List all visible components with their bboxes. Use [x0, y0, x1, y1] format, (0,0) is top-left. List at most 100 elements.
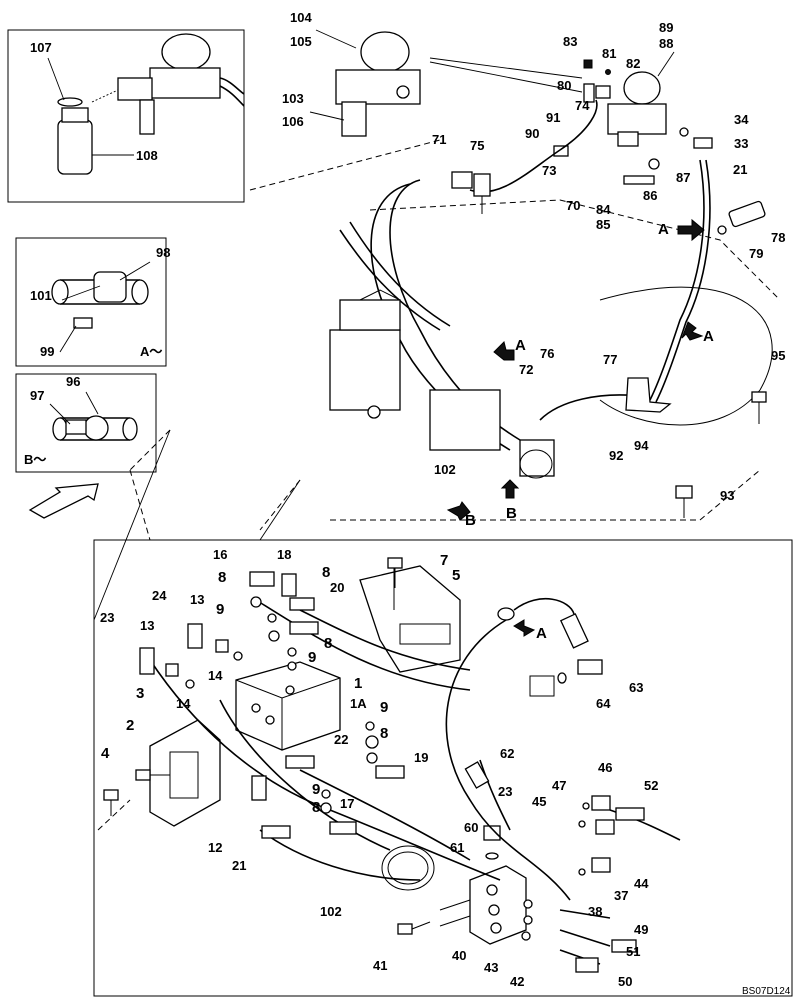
part-label-3: 3	[136, 685, 144, 702]
part-label-49: 49	[634, 922, 648, 937]
part-label-87: 87	[676, 170, 690, 185]
part-label-72: 72	[519, 362, 533, 377]
part-label-42: 42	[510, 974, 524, 989]
part-label-20: 20	[330, 580, 344, 595]
part-label-77: 77	[603, 352, 617, 367]
part-label-9d: 9	[312, 781, 320, 798]
part-label-78: 78	[771, 230, 785, 245]
part-label-12: 12	[208, 840, 222, 855]
part-label-102b: 102	[320, 904, 342, 919]
part-label-9a: 9	[216, 601, 224, 618]
part-label-A1: A	[658, 221, 669, 238]
part-label-23b: 23	[498, 784, 512, 799]
part-label-47: 47	[552, 778, 566, 793]
part-label-4: 4	[101, 745, 110, 762]
part-label-8e: 8	[312, 799, 320, 816]
part-label-64: 64	[596, 696, 611, 711]
part-label-46: 46	[598, 760, 612, 775]
part-label-8c: 8	[324, 635, 332, 652]
part-label-70: 70	[566, 198, 580, 213]
upper-assembly	[28, 29, 781, 541]
part-label-40: 40	[452, 948, 466, 963]
part-label-38: 38	[588, 904, 602, 919]
part-label-14a: 14	[208, 668, 223, 683]
part-label-1A: 1A	[350, 696, 367, 711]
part-label-96: 96	[66, 374, 80, 389]
part-label-88: 88	[659, 36, 673, 51]
part-label-Asub: A～	[140, 344, 162, 359]
part-label-79: 79	[749, 246, 763, 261]
part-label-14b: 14	[176, 696, 191, 711]
part-label-62: 62	[500, 746, 514, 761]
part-label-80: 80	[557, 78, 571, 93]
part-label-95: 95	[771, 348, 785, 363]
part-label-13a: 13	[190, 592, 204, 607]
part-label-19: 19	[414, 750, 428, 765]
part-label-108: 108	[136, 148, 158, 163]
part-label-23a: 23	[100, 610, 114, 625]
part-label-83: 83	[563, 34, 577, 49]
drawing-code: BS07D124	[742, 986, 791, 997]
part-label-34: 34	[734, 112, 749, 127]
part-label-24: 24	[152, 588, 167, 603]
part-label-86: 86	[643, 188, 657, 203]
part-label-85: 85	[596, 217, 610, 232]
part-label-103: 103	[282, 91, 304, 106]
part-label-92: 92	[609, 448, 623, 463]
part-label-90: 90	[525, 126, 539, 141]
part-label-22: 22	[334, 732, 348, 747]
part-label-21: 21	[733, 162, 747, 177]
part-label-8a: 8	[218, 569, 226, 586]
part-label-37: 37	[614, 888, 628, 903]
part-label-21b: 21	[232, 858, 246, 873]
part-label-107: 107	[30, 40, 52, 55]
part-label-51: 51	[626, 944, 640, 959]
part-label-99: 99	[40, 344, 54, 359]
part-label-81: 81	[602, 46, 616, 61]
part-label-7: 7	[440, 552, 448, 569]
part-label-63: 63	[629, 680, 643, 695]
part-label-73: 73	[542, 163, 556, 178]
part-label-16: 16	[213, 547, 227, 562]
part-label-13b: 13	[140, 618, 154, 633]
part-label-17: 17	[340, 796, 354, 811]
part-label-76: 76	[540, 346, 554, 361]
part-label-18: 18	[277, 547, 291, 562]
part-label-98: 98	[156, 245, 170, 260]
part-label-8d: 8	[380, 725, 388, 742]
part-label-B1: B	[506, 505, 517, 522]
part-label-104: 104	[290, 10, 312, 25]
part-label-A3: A	[515, 337, 526, 354]
part-label-33: 33	[734, 136, 748, 151]
part-label-97: 97	[30, 388, 44, 403]
detail-box	[93, 429, 793, 997]
part-label-44: 44	[634, 876, 649, 891]
part-label-84: 84	[596, 202, 611, 217]
part-label-61: 61	[450, 840, 464, 855]
part-label-50: 50	[618, 974, 632, 989]
part-label-52: 52	[644, 778, 658, 793]
part-label-B2: B	[465, 512, 476, 529]
part-label-74: 74	[575, 98, 590, 113]
inset-A	[15, 237, 167, 367]
part-label-5: 5	[452, 567, 460, 584]
part-label-45: 45	[532, 794, 546, 809]
part-label-89: 89	[659, 20, 673, 35]
part-label-106: 106	[282, 114, 304, 129]
part-label-9b: 9	[308, 649, 316, 666]
part-label-102a: 102	[434, 462, 456, 477]
part-label-60: 60	[464, 820, 478, 835]
part-label-93: 93	[720, 488, 734, 503]
part-label-91: 91	[546, 110, 560, 125]
part-label-2: 2	[126, 717, 134, 734]
part-label-82: 82	[626, 56, 640, 71]
part-label-43: 43	[484, 960, 498, 975]
part-label-8b: 8	[322, 564, 330, 581]
part-label-75: 75	[470, 138, 484, 153]
part-label-105: 105	[290, 34, 312, 49]
part-label-Bsub: B～	[24, 452, 46, 467]
inset-B	[15, 373, 157, 473]
part-label-94: 94	[634, 438, 649, 453]
